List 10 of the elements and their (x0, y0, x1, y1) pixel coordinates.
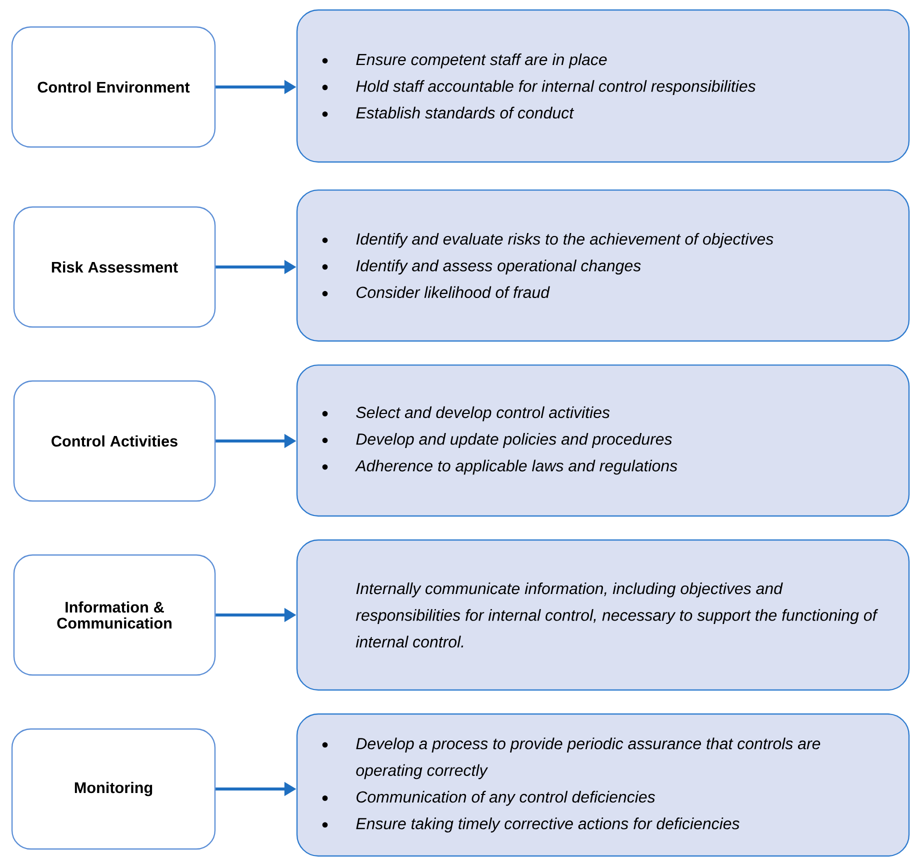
description-box: Ensure competent staff are in place Hold staff accountable for internal control responsibilities Establish standards of conduct (296, 9, 910, 163)
component-box: Risk Assessment (13, 206, 216, 328)
component-box: Information & Communication (13, 554, 216, 676)
component-box: Control Environment (11, 26, 216, 148)
description-box: Develop a process to provide periodic assurance that controls are operating correctly Communication of any control deficiencies Ensure taking timely corrective actions for deficiencies (296, 713, 910, 857)
description-box: Select and develop control activities Develop and update policies and procedures Adherence to applicable laws and regulations (296, 364, 910, 517)
component-box: Monitoring (11, 728, 216, 850)
description-box: Internally communicate information, including objectives and responsibilities for internal control, necessary to support the functioning of internal control. (296, 539, 910, 691)
description-box: Identify and evaluate risks to the achievement of objectives Identify and assess operational changes Consider likelihood of fraud (296, 189, 910, 342)
component-box: Control Activities (13, 380, 216, 502)
